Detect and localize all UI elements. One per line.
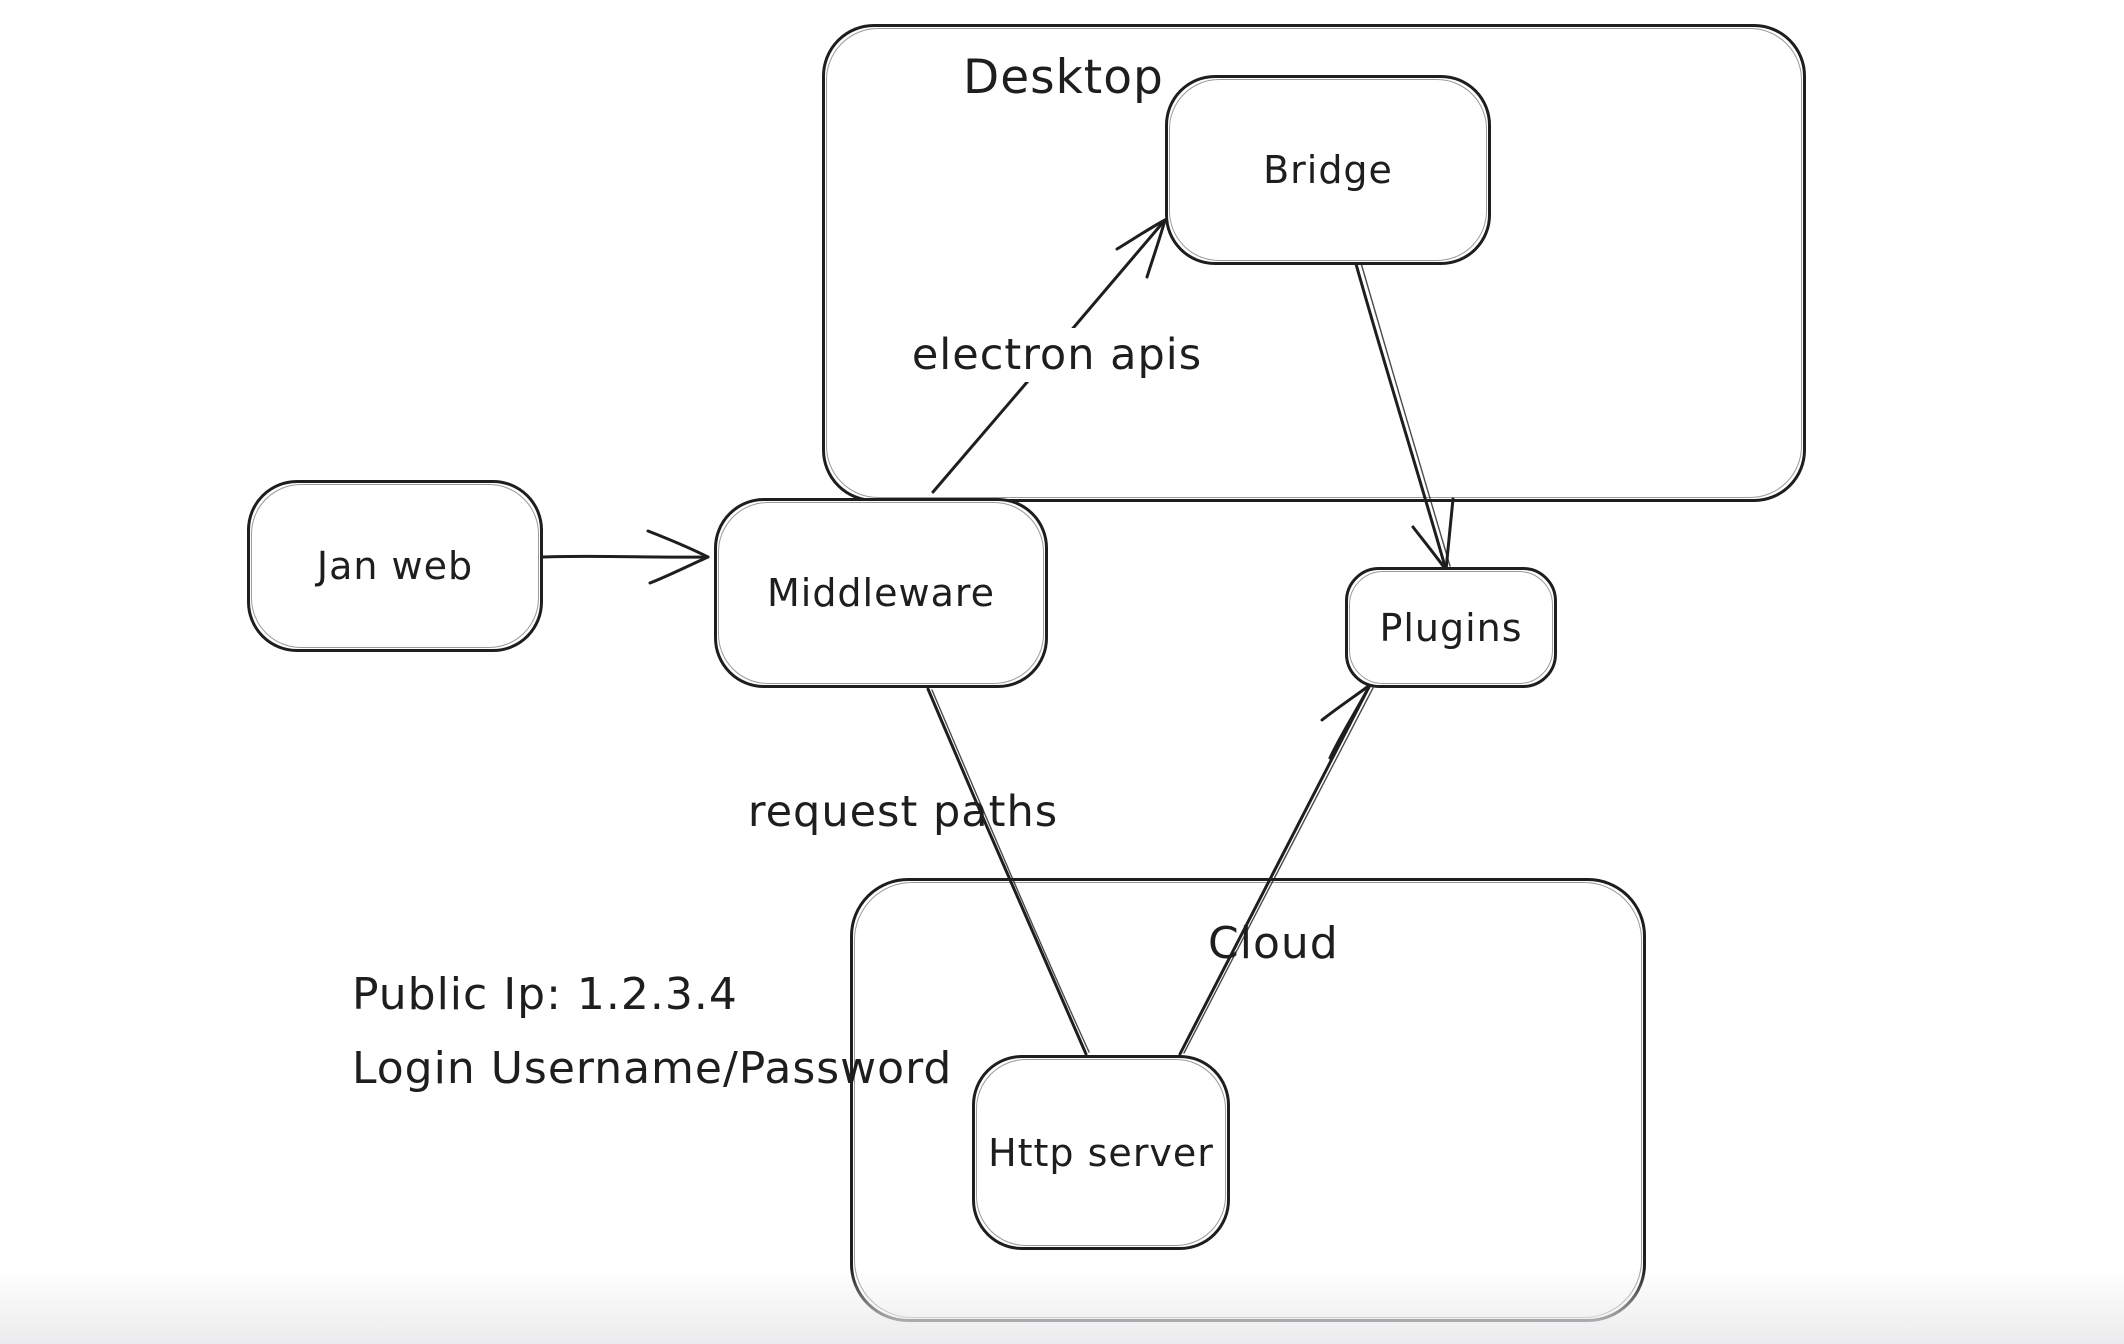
annotation-line-public-ip: Public Ip: 1.2.3.4 xyxy=(352,969,738,1020)
node-jan-web-label: Jan web xyxy=(316,544,474,588)
node-plugins-label: Plugins xyxy=(1379,605,1523,650)
edge-label-electron-apis: electron apis xyxy=(899,328,1215,382)
node-jan-web[interactable]: Jan web xyxy=(247,480,543,652)
edge-label-request-paths: request paths xyxy=(747,787,1059,837)
container-desktop-label: Desktop xyxy=(963,50,1164,105)
container-desktop[interactable] xyxy=(822,24,1806,502)
container-cloud-label: Cloud xyxy=(1208,918,1339,969)
edge-janweb-to-middleware[interactable] xyxy=(541,529,710,585)
node-http-server[interactable]: Http server xyxy=(972,1055,1230,1250)
node-middleware[interactable]: Middleware xyxy=(714,498,1048,688)
edge-httpserver-to-plugins[interactable] xyxy=(1178,683,1374,1056)
annotation-line-login: Login Username/Password xyxy=(352,1043,953,1094)
edge-middleware-to-httpserver[interactable] xyxy=(926,687,1090,1056)
node-http-server-label: Http server xyxy=(988,1130,1214,1175)
node-middleware-label: Middleware xyxy=(766,571,996,615)
node-bridge-label: Bridge xyxy=(1263,148,1393,192)
node-bridge[interactable]: Bridge xyxy=(1165,75,1491,265)
edge-bridge-to-plugins[interactable] xyxy=(1354,262,1455,572)
node-plugins[interactable]: Plugins xyxy=(1345,567,1557,688)
annotation-text: Public Ip: 1.2.3.4 Login Username/Passwo… xyxy=(352,958,952,1106)
